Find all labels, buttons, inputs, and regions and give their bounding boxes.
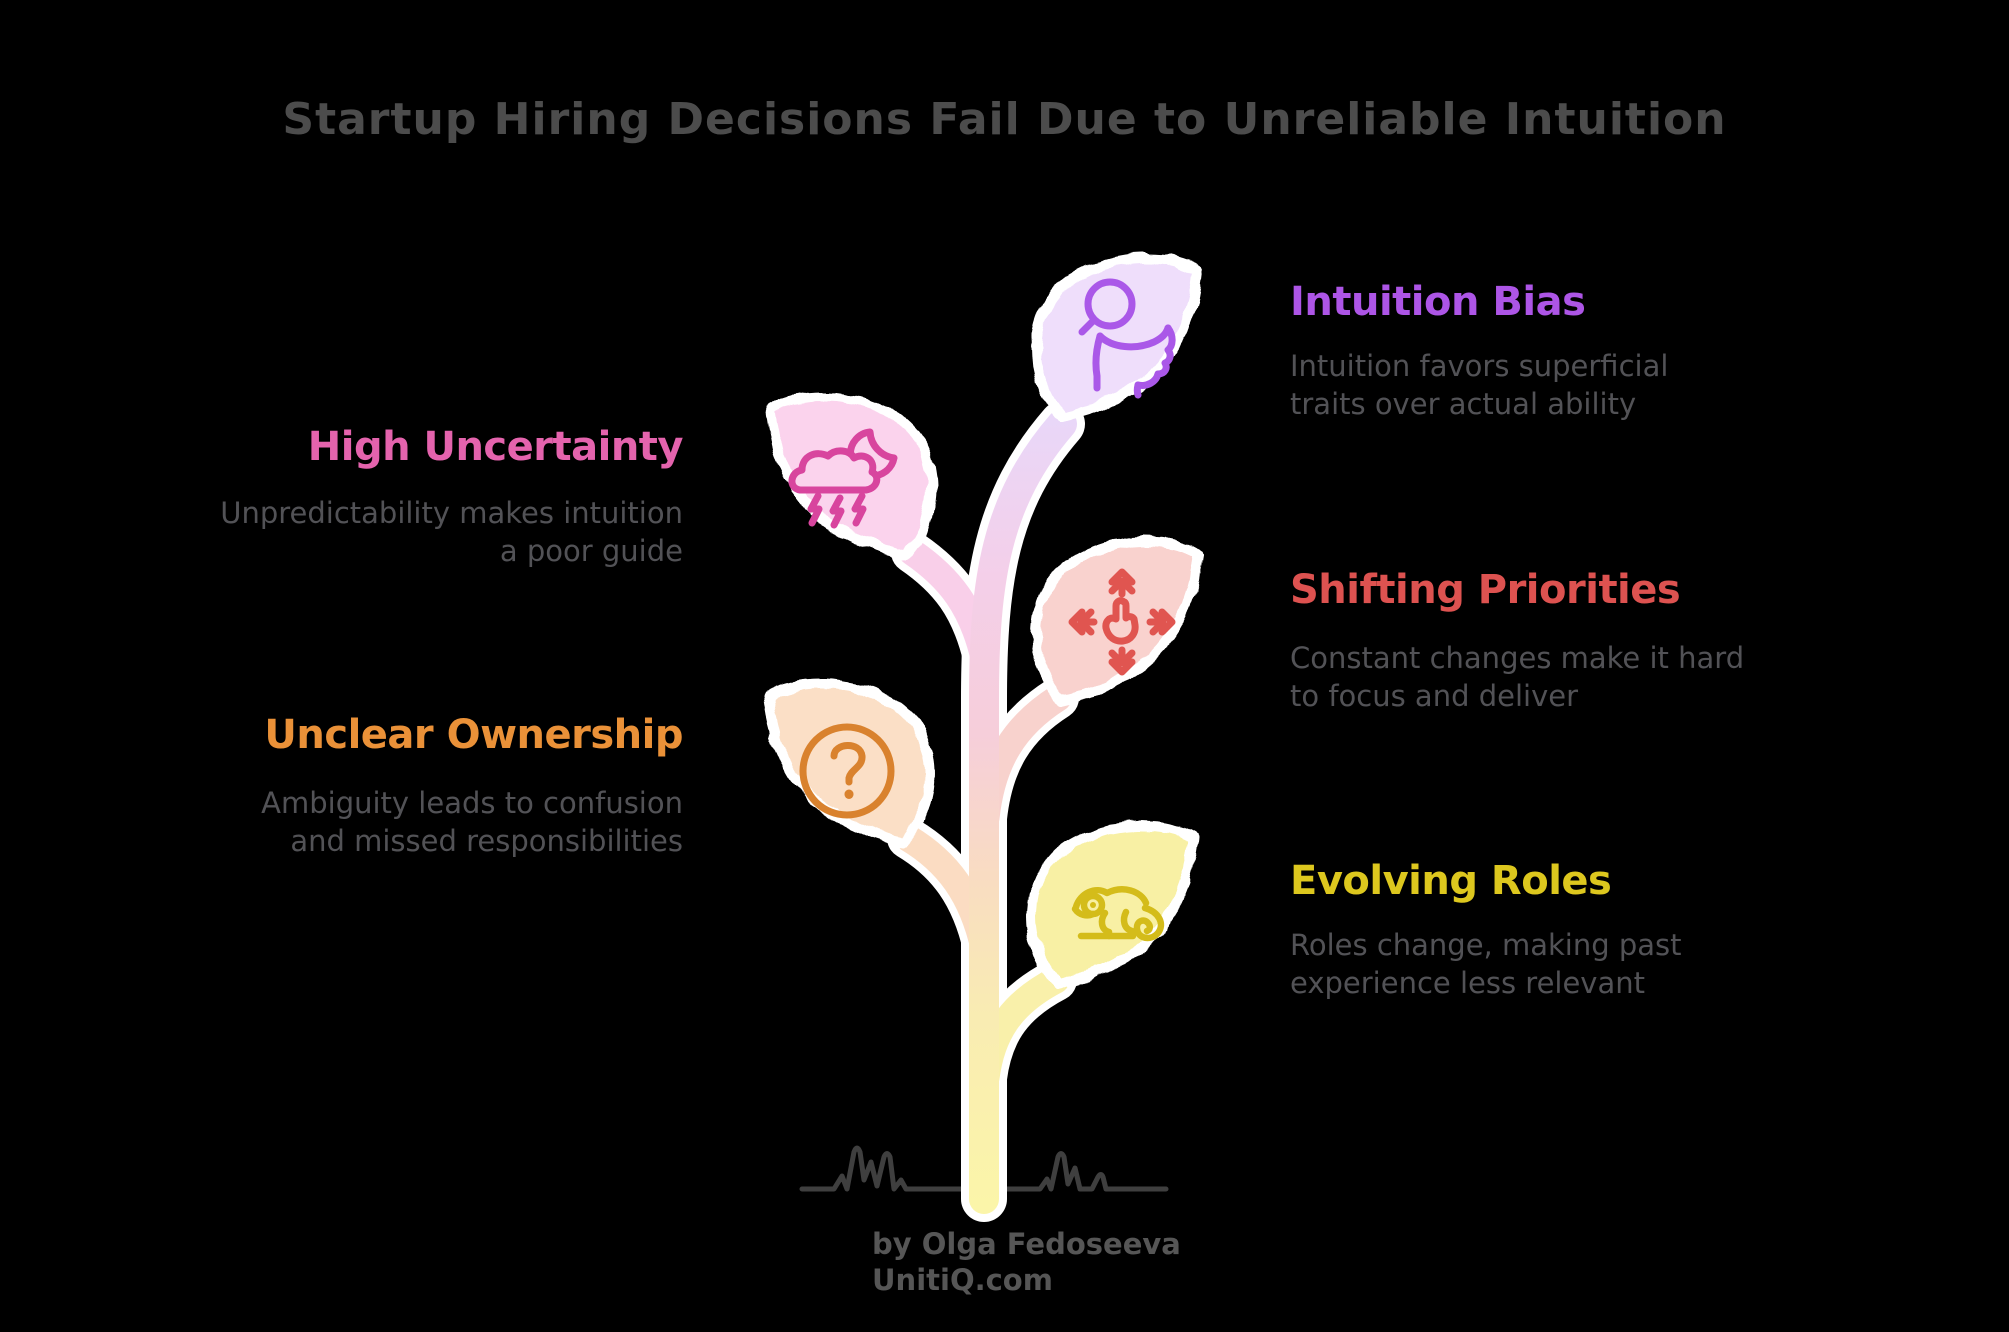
desc-line: to focus and deliver [1290,679,1579,713]
storm-cloud-moon-icon [788,428,898,529]
desc-line: and missed responsibilities [290,824,683,858]
item-title: Shifting Priorities [1290,567,1681,613]
swipe-directions-icon [1068,568,1176,676]
item-evolving-roles: Evolving Roles [1290,858,1612,904]
credit-author: by Olga Fedoseeva [872,1227,1181,1261]
credit: by Olga Fedoseeva UnitiQ.com [872,1226,1181,1298]
cloud-glyph [788,447,881,494]
item-evolving-roles-desc: Roles change, making past experience les… [1290,926,1682,1002]
leaf-evolving-roles [1032,825,1194,984]
desc-line: Constant changes make it hard [1290,641,1745,675]
item-unclear-ownership: Unclear Ownership [264,712,683,758]
item-high-uncertainty: High Uncertainty [307,424,684,470]
chameleon-icon [1071,886,1165,942]
lightning-bolt [807,492,823,527]
lightning-bolt [851,492,867,527]
item-intuition-bias-desc: Intuition favors superficial traits over… [1290,347,1668,423]
desc-line: Intuition favors superficial [1290,349,1669,383]
question-mark-icon [799,723,895,819]
hand-glyph [1102,597,1139,645]
lightning-bolt [829,494,845,529]
item-title: High Uncertainty [307,424,684,470]
item-title: Evolving Roles [1290,858,1612,904]
item-high-uncertainty-desc: Unpredictability makes intuition a poor … [220,494,683,570]
item-intuition-bias: Intuition Bias [1290,279,1586,325]
item-unclear-ownership-desc: Ambiguity leads to confusion and missed … [261,784,683,860]
desc-line: Roles change, making past [1290,928,1682,962]
ground-grass-line [799,1145,1169,1192]
main-stem [969,409,1077,1214]
item-title: Intuition Bias [1290,279,1586,325]
desc-line: Ambiguity leads to confusion [261,786,683,820]
desc-line: traits over actual ability [1290,387,1637,421]
page-title: Startup Hiring Decisions Fail Due to Unr… [282,94,1727,145]
branches [894,409,1077,1214]
magnifier-head-icon [1078,278,1176,399]
desc-line: a poor guide [499,534,683,568]
desc-line: Unpredictability makes intuition [220,496,683,530]
item-title: Unclear Ownership [264,712,683,758]
desc-line: experience less relevant [1290,966,1645,1000]
credit-site: UnitiQ.com [872,1263,1053,1297]
item-shifting-priorities-desc: Constant changes make it hard to focus a… [1290,639,1744,715]
item-shifting-priorities: Shifting Priorities [1290,567,1681,613]
